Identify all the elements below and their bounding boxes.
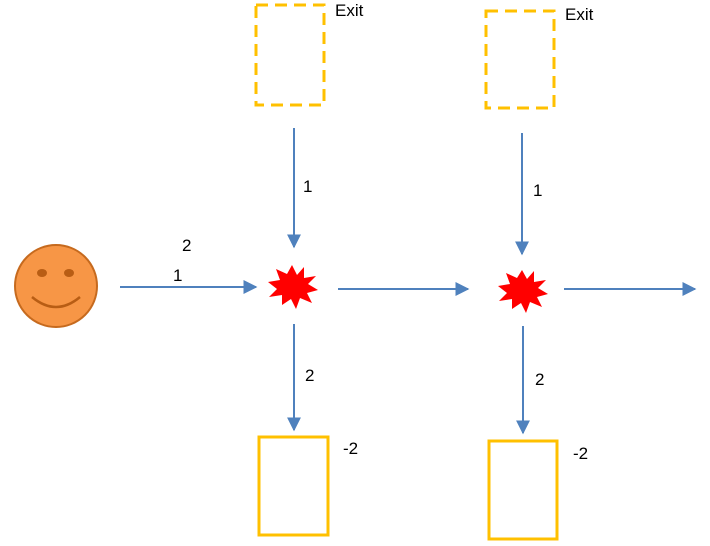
down-label-left-top: 1	[303, 177, 312, 196]
down-label-left-bottom: 2	[305, 366, 314, 385]
penalty-label-right: -2	[573, 444, 588, 463]
starburst-icon-right	[498, 270, 548, 313]
penalty-label-left: -2	[343, 439, 358, 458]
starburst-icon-left	[268, 265, 318, 309]
agent-label-top: 2	[182, 236, 191, 255]
exit-box-right	[484, 9, 556, 110]
penalty-box-left	[257, 435, 330, 537]
down-label-right-bottom: 2	[535, 370, 544, 389]
smiley-face-icon	[14, 244, 98, 328]
exit-box-left	[254, 3, 326, 107]
penalty-box-right	[487, 439, 559, 541]
exit-label-right: Exit	[565, 5, 594, 24]
exit-label-left: Exit	[335, 1, 364, 20]
down-label-right-top: 1	[533, 181, 542, 200]
agent-label-bottom: 1	[173, 266, 182, 285]
